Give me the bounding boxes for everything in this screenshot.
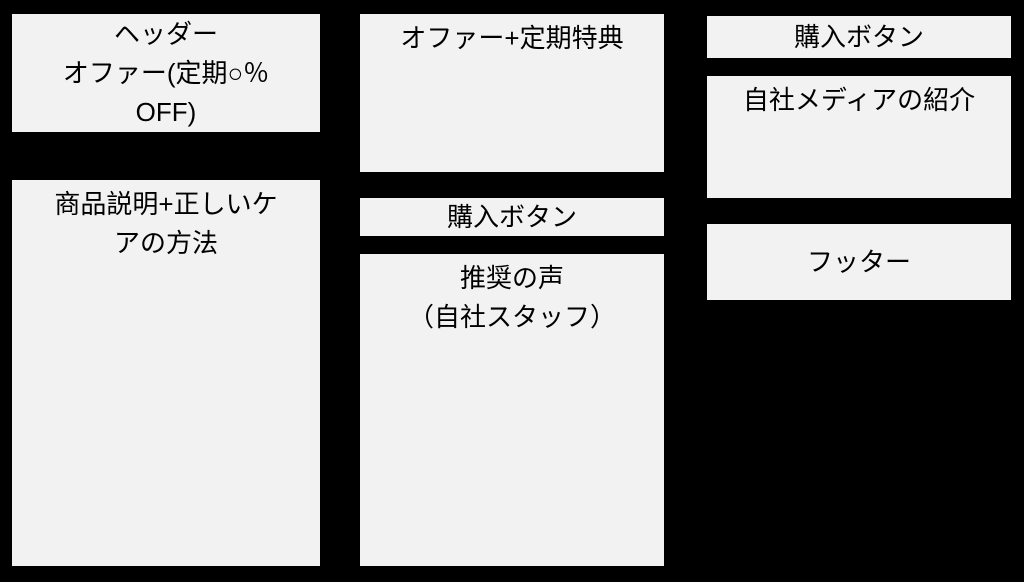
box-purchase-button-right: 購入ボタン	[705, 14, 1013, 60]
box-footer-label: フッター	[806, 246, 911, 277]
box-footer: フッター	[705, 222, 1013, 302]
box-offer-subscription-benefits: オファー+定期特典	[358, 12, 666, 174]
box-product-description-label: 商品説明+正しいケ アの方法	[54, 189, 278, 258]
box-header-offer: ヘッダー オファー(定期○％ OFF)	[10, 12, 322, 134]
box-testimonials-label: 推奨の声 （自社スタッフ）	[407, 263, 616, 332]
box-purchase-button-middle: 購入ボタン	[358, 196, 666, 238]
box-offer-subscription-benefits-label: オファー+定期特典	[400, 23, 624, 53]
box-testimonials: 推奨の声 （自社スタッフ）	[358, 252, 666, 568]
box-purchase-button-middle-label: 購入ボタン	[446, 201, 577, 232]
box-company-media-intro-label: 自社メディアの紹介	[742, 85, 976, 115]
box-purchase-button-right-label: 購入ボタン	[793, 21, 924, 52]
box-company-media-intro: 自社メディアの紹介	[705, 74, 1013, 200]
box-header-offer-label: ヘッダー オファー(定期○％ OFF)	[62, 18, 270, 127]
box-product-description: 商品説明+正しいケ アの方法	[10, 178, 322, 568]
